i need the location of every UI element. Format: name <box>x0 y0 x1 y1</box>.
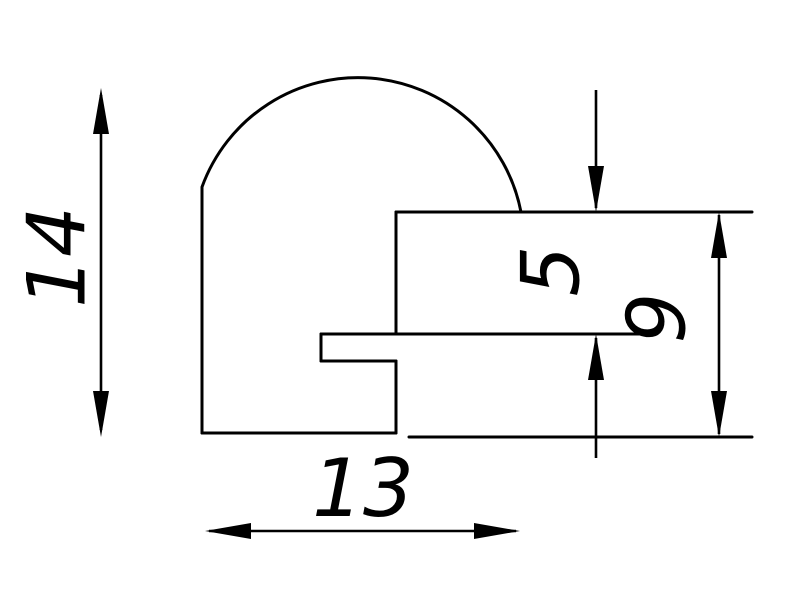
arrow-down-icon <box>93 391 109 437</box>
arrow-right-icon <box>474 523 520 539</box>
dimension-total-height: 14 <box>11 88 109 437</box>
dimension-rabbet-depth: 5 <box>505 90 604 458</box>
arrow-up-icon <box>93 88 109 134</box>
arrow-down-icon <box>588 166 604 212</box>
dimension-label-total-width: 13 <box>312 442 414 535</box>
dimension-label-back-height: 9 <box>611 293 704 344</box>
arrow-down-icon <box>711 391 727 437</box>
arrow-up-icon <box>711 212 727 258</box>
profile-left-edge-and-dome-arc <box>200 76 523 435</box>
dimension-total-width: 13 <box>205 442 520 539</box>
dimension-label-rabbet-depth: 5 <box>505 246 598 297</box>
dimension-back-height: 9 <box>611 212 727 437</box>
profile-outline <box>200 76 754 439</box>
arrow-up-icon <box>588 334 604 380</box>
dimension-label-total-height: 14 <box>11 206 104 308</box>
arrow-left-icon <box>205 523 251 539</box>
